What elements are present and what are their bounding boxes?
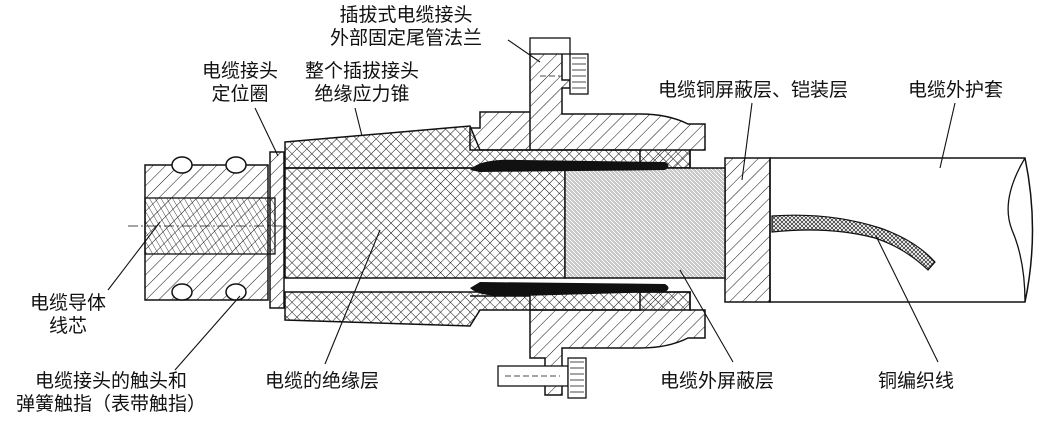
label-stress-cone-line2: 绝缘应力锥 — [314, 83, 410, 105]
label-flange-line2: 外部固定尾管法兰 — [330, 27, 483, 49]
flange-housing-upper — [469, 51, 706, 169]
label-braided-wire: 铜编织线 — [878, 370, 954, 393]
label-flange-line1: 插拔式电缆接头 — [339, 4, 473, 26]
label-copper-screen-armor-line1: 电缆铜屏蔽层、铠装层 — [658, 79, 849, 101]
label-stress-cone-line1: 整个插拔接头 — [305, 60, 420, 82]
semiconductive-band-lower — [470, 282, 669, 297]
label-stress-cone: 整个插拔接头 绝缘应力锥 — [305, 60, 419, 106]
semiconductive-band-upper — [470, 159, 669, 172]
label-locating-ring: 电缆接头 定位圈 — [202, 60, 278, 106]
label-conductor-line2: 线芯 — [49, 315, 88, 337]
label-locating-ring-line2: 定位圈 — [211, 83, 269, 105]
label-insulation: 电缆的绝缘层 — [265, 370, 379, 393]
label-locating-ring-line1: 电缆接头 — [202, 60, 279, 82]
label-flange: 插拔式电缆接头 外部固定尾管法兰 — [330, 4, 482, 50]
leader-lines — [107, 39, 956, 371]
label-contact-spring-line2: 弹簧触指（表带触指） — [16, 393, 207, 415]
label-outer-sheath: 电缆外护套 — [908, 79, 1003, 102]
cable-outer-screen — [564, 167, 726, 279]
label-outer-sheath-line1: 电缆外护套 — [908, 79, 1004, 101]
label-conductor-line1: 电缆导体 — [30, 292, 107, 314]
label-contact-spring: 电缆接头的触头和 弹簧触指（表带触指） — [16, 370, 206, 416]
label-outer-screen: 电缆外屏蔽层 — [660, 370, 774, 393]
label-outer-screen-line1: 电缆外屏蔽层 — [660, 370, 775, 392]
flange-bolt-upper — [529, 37, 589, 95]
label-copper-screen-armor: 电缆铜屏蔽层、铠装层 — [658, 79, 848, 102]
outer-sheath — [769, 157, 1034, 303]
label-braided-wire-line1: 铜编织线 — [878, 370, 955, 392]
label-conductor: 电缆导体 线芯 — [30, 292, 106, 338]
cable-insulation-layer — [284, 167, 566, 279]
copper-screen-armor-layer — [724, 157, 771, 303]
label-contact-spring-line1: 电缆接头的触头和 — [35, 370, 188, 392]
copper-braided-wire — [771, 214, 936, 271]
label-insulation-line1: 电缆的绝缘层 — [265, 370, 380, 392]
spring-contact-fingers — [171, 156, 247, 301]
flange-bolt-lower — [497, 357, 587, 399]
